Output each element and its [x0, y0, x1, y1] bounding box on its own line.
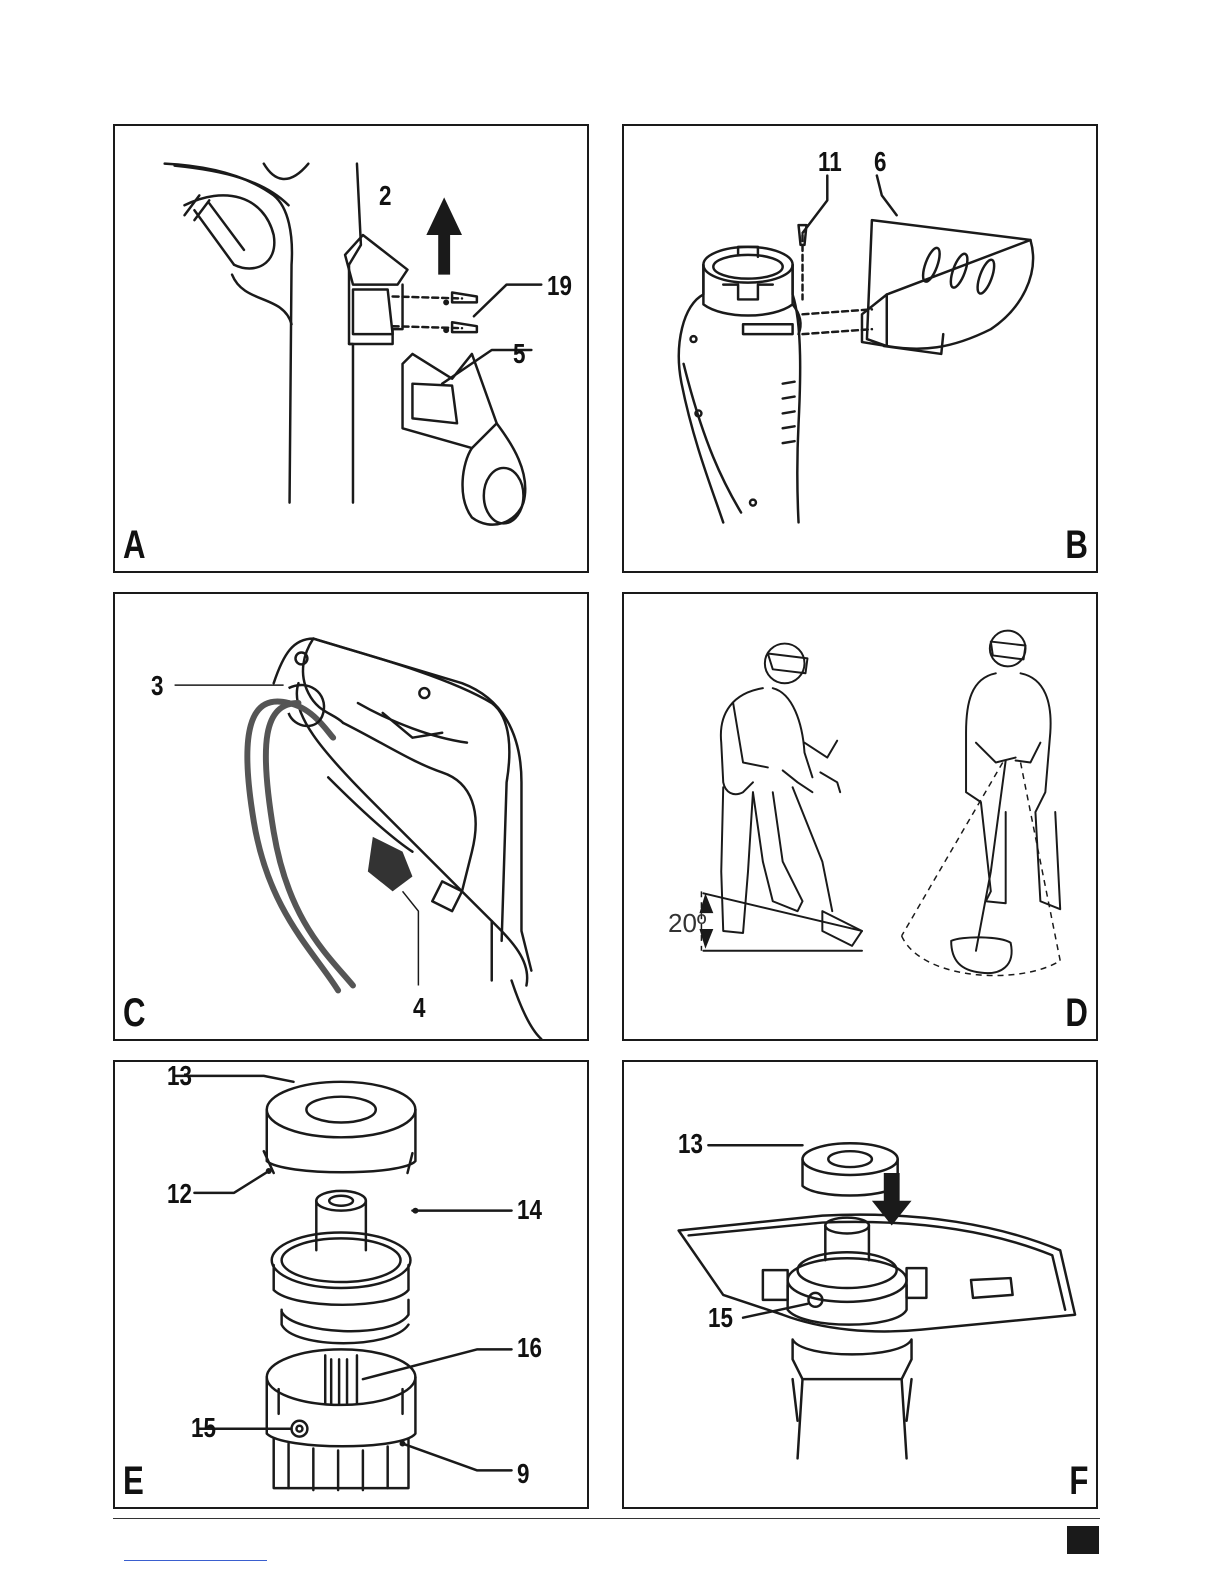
cord-retainer-drawing — [115, 594, 587, 1039]
callout-19: 19 — [547, 272, 572, 300]
callout-15: 15 — [708, 1304, 733, 1332]
callout-6: 6 — [874, 148, 886, 176]
callout-5: 5 — [513, 340, 525, 368]
figure-panel-d: 20º D — [622, 592, 1098, 1041]
angle-label: 20º — [668, 908, 706, 939]
figure-panel-a: 2 19 5 A — [113, 124, 589, 573]
figure-panel-e: 13 12 14 16 15 9 E — [113, 1060, 589, 1509]
callout-3: 3 — [151, 672, 163, 700]
panel-letter: A — [123, 525, 146, 565]
guard-attachment-drawing — [624, 126, 1096, 571]
callout-4: 4 — [413, 994, 425, 1022]
callout-15: 15 — [191, 1414, 216, 1442]
page-number-box — [1067, 1526, 1099, 1554]
callout-12: 12 — [167, 1180, 192, 1208]
callout-14: 14 — [517, 1196, 542, 1224]
figure-panel-f: 13 15 F — [622, 1060, 1098, 1509]
spool-exploded-drawing — [115, 1062, 587, 1507]
panel-letter: B — [1065, 525, 1088, 565]
callout-16: 16 — [517, 1334, 542, 1362]
operating-position-drawing — [624, 594, 1096, 1039]
figure-panel-c: 3 4 C — [113, 592, 589, 1041]
callout-9: 9 — [517, 1460, 529, 1488]
footer-link-underline — [124, 1560, 267, 1561]
figure-panel-b: 11 6 B — [622, 124, 1098, 573]
panel-letter: D — [1065, 993, 1088, 1033]
callout-13: 13 — [167, 1062, 192, 1090]
footer-rule — [113, 1518, 1100, 1519]
panel-letter: E — [123, 1461, 144, 1501]
callout-11: 11 — [818, 148, 842, 176]
callout-13: 13 — [678, 1130, 703, 1158]
callout-2: 2 — [379, 182, 391, 210]
panel-letter: F — [1069, 1461, 1088, 1501]
panel-letter: C — [123, 993, 146, 1033]
